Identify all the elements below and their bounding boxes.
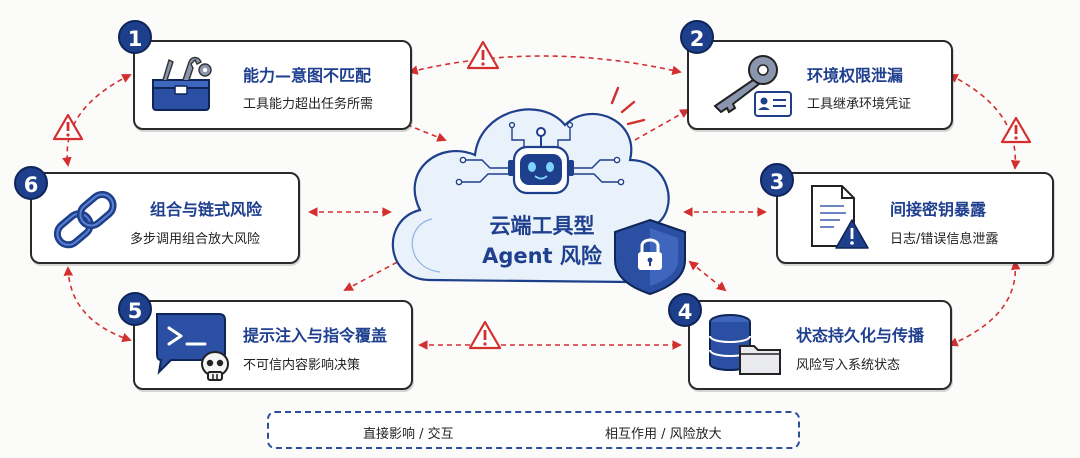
- card-title: 组合与链式风险: [150, 200, 263, 219]
- card-subtitle: 工具继承环境凭证: [807, 97, 912, 112]
- card-title: 状态持久化与传播: [796, 326, 925, 345]
- step-badge-4: 4: [668, 293, 702, 327]
- shield-lock-icon: [614, 218, 686, 296]
- document-warning-icon: [811, 185, 869, 249]
- risk-card-4[interactable]: 状态持久化与传播 风险写入系统状态: [688, 300, 952, 390]
- robot-icon: [508, 127, 574, 195]
- legend-solid-label: 直接影响 / 交互: [363, 427, 454, 442]
- card-subtitle: 风险写入系统状态: [796, 358, 901, 373]
- card-title: 间接密钥暴露: [890, 200, 987, 219]
- step-badge-6: 6: [14, 166, 48, 200]
- card-subtitle: 日志/错误信息泄露: [890, 232, 999, 247]
- warning-icon: [468, 320, 502, 350]
- risk-card-2[interactable]: 环境权限泄漏 工具继承环境凭证: [687, 40, 953, 130]
- toolbox-icon: [152, 56, 212, 111]
- step-badge-2: 2: [680, 20, 714, 54]
- warning-icon: [1000, 116, 1032, 144]
- warning-icon: [52, 113, 84, 141]
- legend-dashed-label: 相互作用 / 风险放大: [605, 427, 722, 442]
- connector-1-2: [408, 55, 682, 75]
- warning-icon: [466, 40, 500, 70]
- risk-card-1[interactable]: 能力—意图不匹配 工具能力超出任务所需: [133, 40, 412, 130]
- database-icon: [709, 314, 781, 375]
- card-title: 提示注入与指令覆盖: [243, 326, 388, 345]
- card-subtitle: 不可信内容影响决策: [243, 358, 361, 373]
- risk-card-3[interactable]: 间接密钥暴露 日志/错误信息泄露: [776, 172, 1054, 264]
- connector-2-3: [948, 74, 1021, 170]
- step-badge-1: 1: [118, 20, 152, 54]
- connector-6-5: [63, 266, 132, 343]
- risk-card-5[interactable]: 提示注入与指令覆盖 不可信内容影响决策: [133, 300, 413, 390]
- key-icon: [713, 55, 792, 117]
- center-title-line1: 云端工具型: [489, 214, 595, 238]
- risk-card-6[interactable]: 组合与链式风险 多步调用组合放大风险: [30, 172, 300, 264]
- connector-3-4: [948, 260, 1021, 347]
- legend: 直接影响 / 交互 相互作用 / 风险放大: [267, 411, 800, 449]
- chain-link-icon: [53, 191, 117, 249]
- step-badge-3: 3: [760, 163, 794, 197]
- card-title: 环境权限泄漏: [807, 66, 904, 85]
- card-subtitle: 多步调用组合放大风险: [130, 232, 261, 247]
- step-badge-5: 5: [118, 292, 152, 326]
- card-subtitle: 工具能力超出任务所需: [243, 97, 374, 112]
- card-title: 能力—意图不匹配: [243, 66, 372, 85]
- connector-center-2: [634, 109, 690, 141]
- center-title-line2: Agent 风险: [482, 244, 602, 268]
- connector-center-4: [688, 260, 727, 292]
- connector-center-5: [343, 257, 407, 291]
- connector-1-6: [62, 74, 132, 167]
- terminal-skull-icon: [156, 313, 229, 381]
